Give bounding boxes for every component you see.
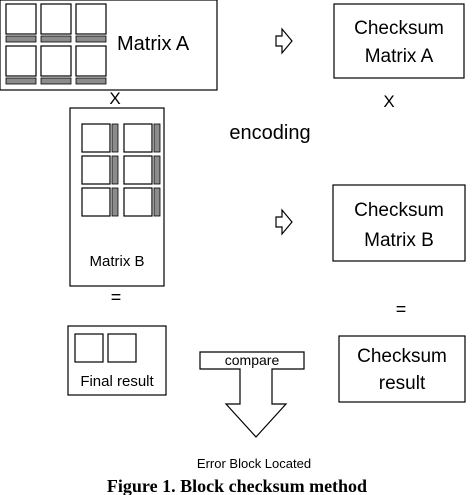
matrix-a-blocks: [5, 3, 107, 77]
right-arrow-icon: [275, 27, 293, 55]
checksum-bar: [75, 35, 107, 43]
checksum-result-line2: result: [379, 373, 426, 394]
matrix-a-block: [40, 3, 72, 35]
equals-symbol-right: =: [396, 299, 407, 319]
matrix-b-checksum-columns: [111, 123, 161, 217]
final-result-blocks: [74, 333, 137, 363]
matrix-a-block: [75, 45, 107, 77]
matrix-b-block: [123, 123, 153, 153]
checksum-result-box: [338, 335, 466, 403]
checksum-bar: [153, 187, 161, 217]
matrix-b-block: [81, 155, 111, 185]
checksum-matrix-b-line1: Checksum: [354, 200, 444, 221]
checksum-matrix-b-line2: Matrix B: [364, 230, 434, 251]
matrix-b-block: [123, 155, 153, 185]
figure-caption: Figure 1. Block checksum method: [107, 476, 367, 495]
checksum-bar: [75, 77, 107, 85]
checksum-bar: [111, 155, 119, 185]
checksum-bar: [40, 77, 72, 85]
checksum-matrix-a-line1: Checksum: [354, 18, 444, 39]
checksum-bar: [153, 155, 161, 185]
checksum-bar: [40, 35, 72, 43]
multiply-symbol-right: X: [383, 92, 394, 111]
final-result-label: Final result: [80, 373, 154, 390]
final-result-block: [107, 333, 137, 363]
checksum-bar: [5, 35, 37, 43]
matrix-a-checksum-rows: [5, 35, 107, 85]
final-result-block: [74, 333, 104, 363]
checksum-matrix-a-box: [333, 3, 465, 79]
matrix-b-label: Matrix B: [89, 253, 144, 270]
right-arrow-icon: [275, 208, 293, 236]
compare-label: compare: [225, 352, 280, 368]
matrix-b-block: [81, 123, 111, 153]
checksum-matrix-a-line2: Matrix A: [365, 46, 434, 67]
equals-symbol-left: =: [111, 287, 122, 307]
checksum-bar: [111, 123, 119, 153]
error-block-located-label: Error Block Located: [197, 456, 311, 471]
matrix-b-blocks: [81, 123, 153, 217]
matrix-a-block: [5, 45, 37, 77]
encoding-label: encoding: [229, 122, 310, 144]
checksum-bar: [5, 77, 37, 85]
checksum-bar: [153, 123, 161, 153]
multiply-symbol-left: X: [109, 89, 120, 108]
matrix-b-block: [123, 187, 153, 217]
matrix-a-label: Matrix A: [117, 33, 190, 55]
checksum-matrix-b-box: [332, 184, 466, 262]
checksum-bar: [111, 187, 119, 217]
matrix-a-block: [75, 3, 107, 35]
matrix-a-block: [40, 45, 72, 77]
matrix-a-block: [5, 3, 37, 35]
compare-down-arrow: [199, 351, 305, 438]
matrix-b-block: [81, 187, 111, 217]
checksum-result-line1: Checksum: [357, 346, 447, 367]
